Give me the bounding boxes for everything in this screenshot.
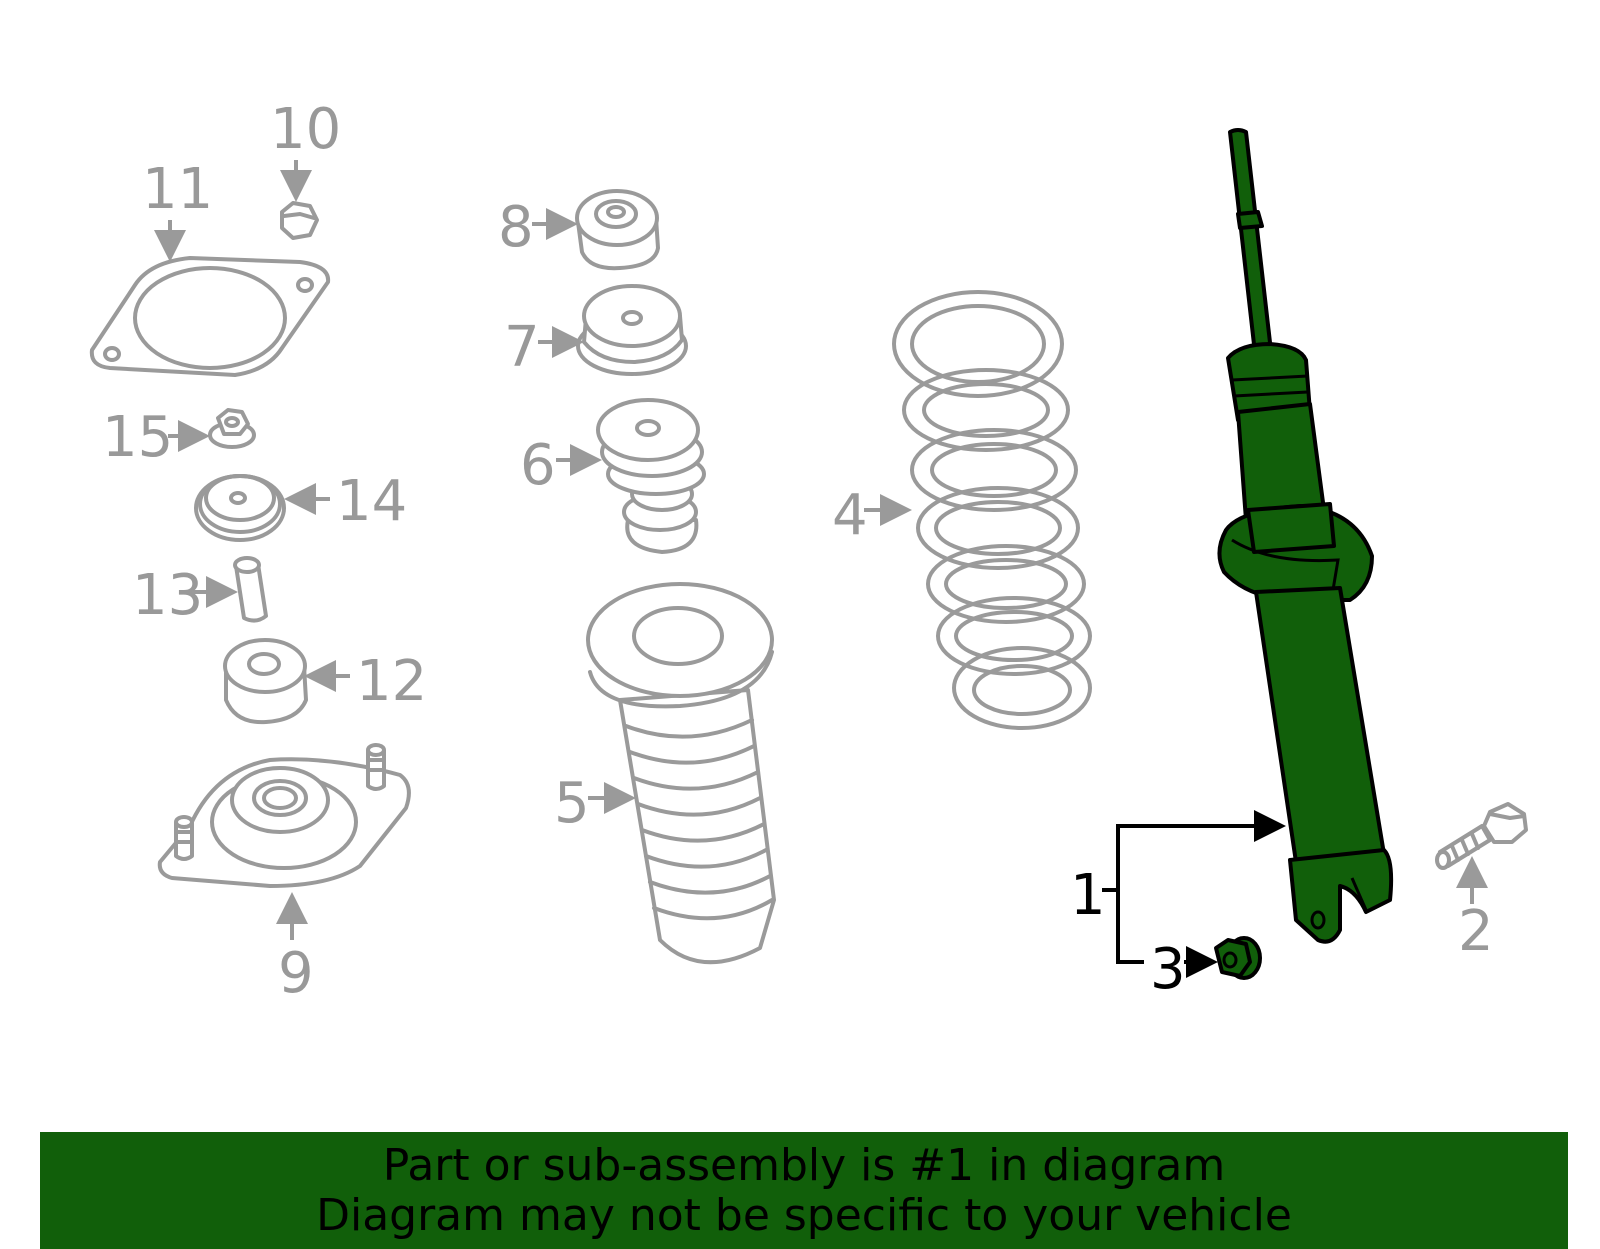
callout-14: 14 (336, 469, 407, 534)
part-5-dust-boot (586, 582, 776, 965)
part-4-coil-spring (892, 290, 1092, 730)
info-banner: Part or sub-assembly is #1 in diagram Di… (40, 1132, 1568, 1249)
part-12-bushing (223, 638, 308, 725)
part-13-collar (233, 556, 268, 623)
part-6-bump-stop (596, 398, 706, 554)
callout-10: 10 (270, 97, 341, 162)
part-1-shock-absorber (1217, 128, 1394, 944)
banner-line-2: Diagram may not be specific to your vehi… (316, 1189, 1292, 1241)
part-11-gasket (89, 256, 331, 377)
part-7-spring-seat (576, 284, 688, 376)
part-2-bolt (1435, 802, 1528, 870)
callout-3: 3 (1150, 937, 1186, 1002)
callout-4: 4 (832, 483, 868, 548)
part-15-flange-nut (208, 408, 256, 449)
bracket-1-nut (1116, 890, 1144, 964)
arrow-1-shock (1116, 810, 1286, 890)
callout-6: 6 (520, 433, 556, 498)
callout-12: 12 (356, 649, 427, 714)
part-8-bushing (575, 189, 660, 271)
part-9-strut-mount (157, 743, 411, 888)
part-14-bearing (194, 474, 286, 542)
part-10-nut (280, 201, 319, 240)
callout-9: 9 (278, 941, 314, 1006)
callout-7: 7 (504, 315, 540, 380)
callout-2: 2 (1458, 899, 1494, 964)
callout-8: 8 (498, 195, 534, 260)
banner-line-1: Part or sub-assembly is #1 in diagram (382, 1139, 1226, 1191)
callout-1: 1 (1070, 863, 1106, 928)
callout-15: 15 (102, 405, 173, 470)
callout-13: 13 (132, 563, 203, 628)
callout-11: 11 (142, 157, 213, 222)
part-3-flange-nut (1214, 936, 1262, 980)
callout-5: 5 (554, 771, 590, 836)
